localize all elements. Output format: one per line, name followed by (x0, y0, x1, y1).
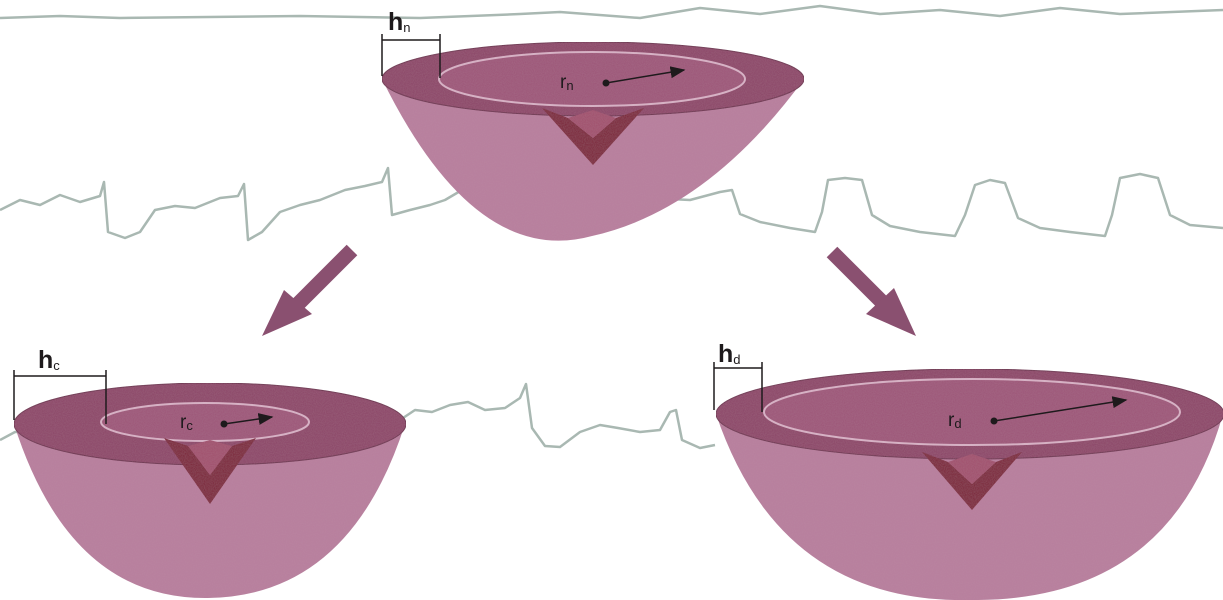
dilated-ventricle-cavity (764, 379, 1180, 445)
wall-thickness-label-dilated: hd (718, 340, 741, 368)
wall-thickness-label-concentric: hc (38, 346, 60, 374)
concentric-ventricle (14, 383, 406, 598)
wall-thickness-label-normal: hn (388, 8, 411, 36)
ecg-trace-top-edge (0, 6, 1223, 18)
transition-arrows (262, 250, 916, 336)
normal-ventricle-cavity (439, 52, 745, 106)
arrow-to-concentric (262, 250, 352, 336)
concentric-ventricle-cavity (101, 403, 309, 441)
arrow-to-dilated (832, 252, 916, 336)
normal-ventricle (382, 42, 804, 241)
dilated-ventricle (716, 369, 1223, 600)
